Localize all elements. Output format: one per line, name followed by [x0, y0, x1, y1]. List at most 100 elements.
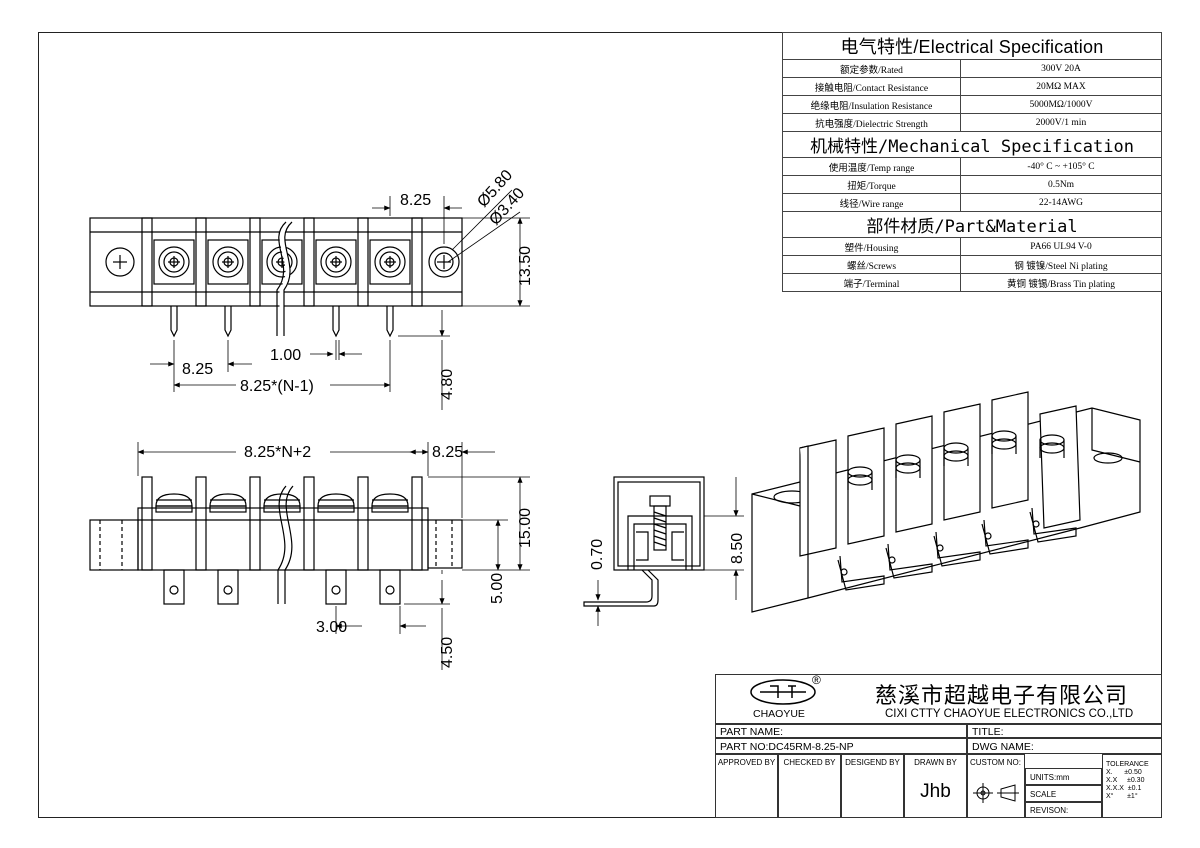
front-pins	[163, 569, 401, 605]
part-name-label: PART NAME:	[715, 724, 967, 738]
dim-pin-hole: 3.00	[316, 619, 347, 636]
company-logo-icon	[750, 679, 816, 705]
left-mount-hole	[105, 247, 135, 277]
front-screw-heads	[155, 493, 409, 513]
spec-value: 300V 20A	[960, 59, 1162, 78]
dim-pin-length: 4.80	[439, 369, 456, 400]
dim-height-side: 13.50	[517, 246, 534, 286]
spec-label: 使用温度/Temp range	[782, 157, 961, 176]
top-view-body	[89, 217, 463, 307]
approved-by-label: APPROVED BY	[717, 758, 776, 767]
top-pins	[170, 306, 394, 338]
projection-symbol-icon	[973, 783, 1019, 803]
table-row: 使用温度/Temp range-40° C ~ +105° C	[782, 157, 1162, 176]
front-view	[89, 476, 463, 605]
drawn-by-label: DRAWN BY	[914, 758, 957, 767]
custom-no-cell: CUSTOM NO:	[967, 754, 1025, 818]
dim-pitch-formula: 8.25*(N-1)	[240, 378, 314, 395]
spec-table: 电气特性/Electrical Specification 额定参数/Rated…	[782, 32, 1162, 292]
spec-label: 接触电阻/Contact Resistance	[782, 77, 961, 96]
revision-label: REVISON:	[1025, 802, 1102, 818]
designed-by-cell: DESIGEND BY	[841, 754, 904, 818]
tolerance-row: X. ±0.50	[1106, 769, 1142, 776]
spec-value: 2000V/1 min	[960, 113, 1162, 132]
spec-label: 扭矩/Torque	[782, 175, 961, 194]
dim-pin-pitch: 8.25	[182, 361, 213, 378]
spec-value: 22-14AWG	[960, 193, 1162, 212]
spec-value: 5000MΩ/1000V	[960, 95, 1162, 114]
dim-pin-below: 4.50	[439, 637, 456, 668]
dim-end-width: 8.25	[432, 444, 463, 461]
drawn-by-value: Jhb	[920, 781, 951, 802]
title-label: TITLE:	[967, 724, 1162, 738]
dim-side-height: 8.50	[729, 533, 746, 564]
side-view	[583, 476, 705, 607]
front-barriers	[141, 476, 423, 571]
company-name-en: CIXI CTTY CHAOYUE ELECTRONICS CO.,LTD	[885, 708, 1134, 720]
dim-height-front: 15.00	[517, 508, 534, 548]
top-wire	[276, 221, 293, 336]
front-right-ear	[427, 519, 463, 569]
tolerance-row: X.X ±0.30	[1106, 777, 1145, 784]
dim-body-height: 5.00	[489, 573, 506, 604]
spec-label: 塑件/Housing	[782, 237, 961, 256]
spec-value: 0.5Nm	[960, 175, 1162, 194]
spec-value: -40° C ~ +105° C	[960, 157, 1162, 176]
spec-value: 钢 镀镍/Steel Ni plating	[960, 255, 1162, 274]
logo-text: CHAOYUE	[753, 708, 805, 720]
right-mount-hole	[428, 246, 460, 278]
front-wire	[277, 485, 294, 604]
title-block: CHAOYUE 慈溪市超越电子有限公司 CIXI CTTY CHAOYUE EL…	[715, 674, 1162, 818]
isometric-view	[751, 391, 1141, 613]
spec-label: 绝缘电阻/Insulation Resistance	[782, 95, 961, 114]
tolerance-row: X.X.X ±0.1	[1106, 785, 1142, 792]
side-body	[613, 476, 705, 571]
drawing-frame	[38, 32, 1162, 818]
electrical-spec-title: 电气特性/Electrical Specification	[782, 32, 1162, 60]
tolerance-cell: TOLERANCE X. ±0.50 X.X ±0.30 X.X.X ±0.1 …	[1102, 754, 1162, 818]
units-label: UNITS:mm	[1025, 768, 1102, 785]
top-view	[89, 217, 463, 338]
spec-value: 黄铜 镀锡/Brass Tin plating	[960, 273, 1162, 292]
spec-label: 螺丝/Screws	[782, 255, 961, 274]
title-block-header	[715, 674, 1162, 724]
front-left-ear	[89, 519, 139, 571]
designed-by-label: DESIGEND BY	[845, 758, 900, 767]
dim-pin-width: 1.00	[270, 347, 301, 364]
spec-label: 抗电强度/Dielectric Strength	[782, 113, 961, 132]
custom-no-label: CUSTOM NO:	[970, 758, 1021, 767]
logo-registered-mark: ®	[812, 673, 821, 687]
dwg-name-label: DWG NAME:	[967, 738, 1162, 754]
top-screws	[153, 239, 411, 285]
tolerance-row: X° ±1°	[1106, 793, 1138, 800]
spec-value: 20MΩ MAX	[960, 77, 1162, 96]
material-spec-title: 部件材质/Part&Material	[782, 211, 1162, 238]
tolerance-title: TOLERANCE	[1106, 761, 1149, 768]
dim-thickness: 0.70	[589, 539, 606, 570]
mechanical-spec-title: 机械特性/Mechanical Specification	[782, 131, 1162, 158]
side-pin	[583, 569, 659, 607]
drawn-by-cell: DRAWN BY Jhb	[904, 754, 967, 818]
company-name-cn: 慈溪市超越电子有限公司	[875, 684, 1129, 709]
checked-by-label: CHECKED BY	[783, 758, 836, 767]
dim-overall-formula: 8.25*N+2	[244, 444, 311, 461]
front-body	[137, 507, 429, 571]
top-barriers	[141, 217, 423, 307]
spec-label: 额定参数/Rated	[782, 59, 961, 78]
checked-by-cell: CHECKED BY	[778, 754, 841, 818]
spec-label: 端子/Terminal	[782, 273, 961, 292]
spec-value: PA66 UL94 V-0	[960, 237, 1162, 256]
approved-by-cell: APPROVED BY	[715, 754, 778, 818]
spec-label: 线径/Wire range	[782, 193, 961, 212]
part-no-label: PART NO:DC45RM-8.25-NP	[715, 738, 967, 754]
